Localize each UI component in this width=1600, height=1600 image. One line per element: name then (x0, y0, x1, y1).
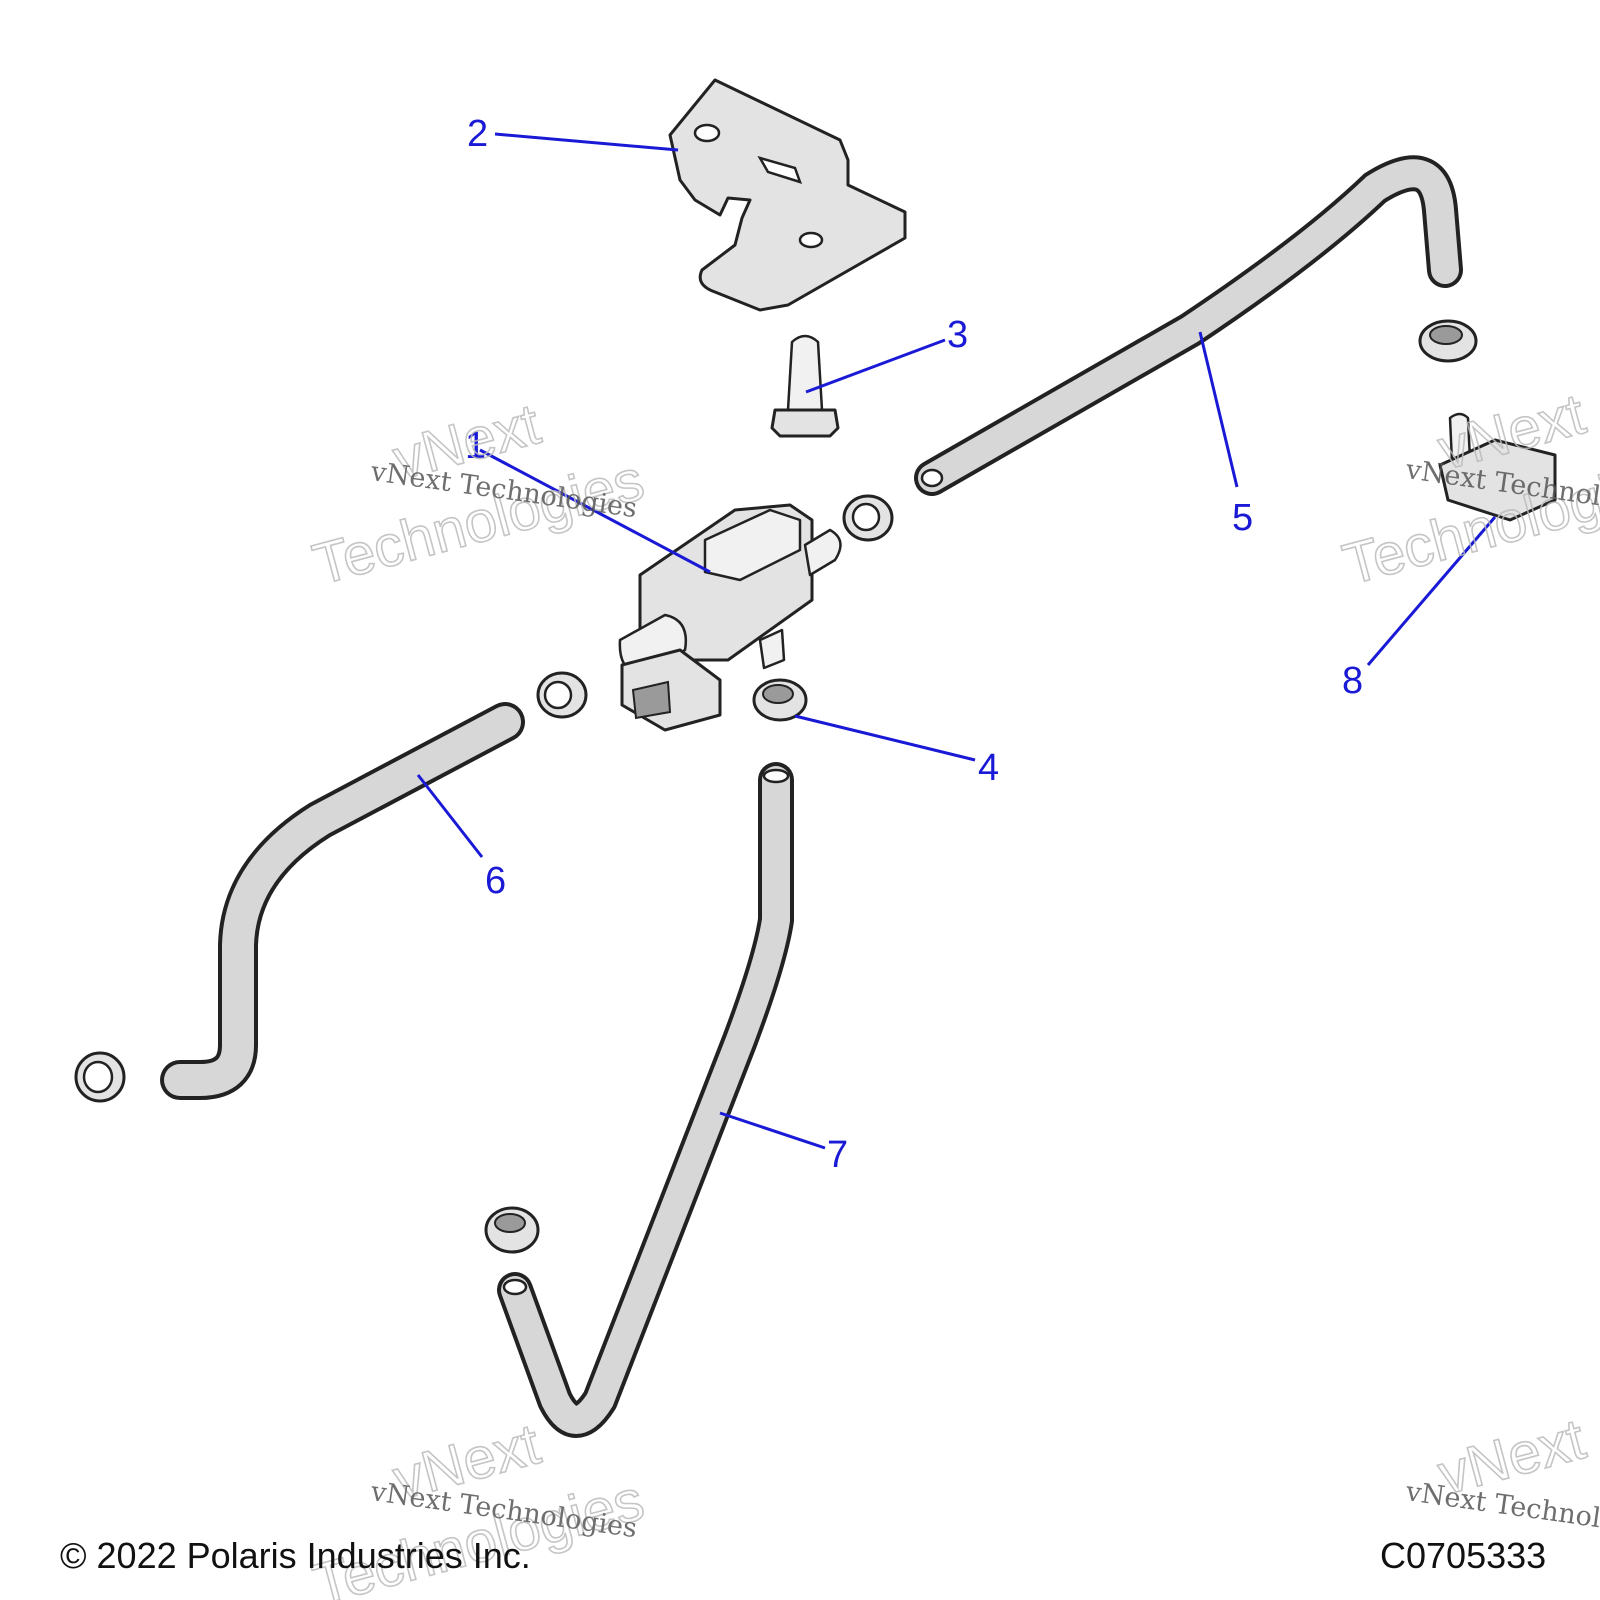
callout-3: 3 (947, 314, 968, 356)
callout-1: 1 (465, 425, 486, 467)
copyright-notice: © 2022 Polaris Industries Inc. (60, 1535, 531, 1576)
clamp-4 (752, 678, 808, 722)
leader-8 (1366, 516, 1497, 666)
watermark-top-right: vNext Technologies vNext Technologies (1336, 381, 1600, 599)
clamp-left (536, 671, 588, 719)
fitting-8 (1438, 412, 1557, 522)
watermark-bottom-right: vNext vNext Technologies (1403, 1406, 1600, 1545)
hose-6 (160, 702, 525, 1100)
hose-7 (497, 762, 794, 1438)
leader-3 (805, 338, 946, 394)
callout-labels: 1 2 3 4 5 6 7 8 (465, 113, 1363, 1176)
clamp-far-left (74, 1051, 126, 1103)
leader-5 (1198, 331, 1239, 488)
leader-lines (416, 132, 1497, 1150)
callout-2: 2 (467, 113, 488, 155)
leader-7 (719, 1111, 826, 1150)
callout-7: 7 (827, 1134, 848, 1176)
callout-5: 5 (1232, 497, 1253, 539)
leader-1 (479, 448, 711, 574)
clamp-upper (842, 494, 894, 542)
watermark-top-left: vNext Technologies vNext Technologies (306, 391, 651, 599)
callout-8: 8 (1342, 660, 1363, 702)
leader-4 (794, 714, 976, 762)
leader-2 (494, 132, 679, 152)
leader-6 (416, 774, 484, 858)
hose-5 (914, 155, 1463, 496)
callout-4: 4 (978, 747, 999, 789)
clamp-bottom (484, 1206, 540, 1254)
valve-1 (618, 503, 842, 732)
bracket-2 (668, 78, 907, 312)
bolt-3 (770, 334, 840, 438)
callout-6: 6 (485, 860, 506, 902)
clamp-right (1418, 319, 1478, 363)
diagram-code: C0705333 (1380, 1535, 1546, 1576)
